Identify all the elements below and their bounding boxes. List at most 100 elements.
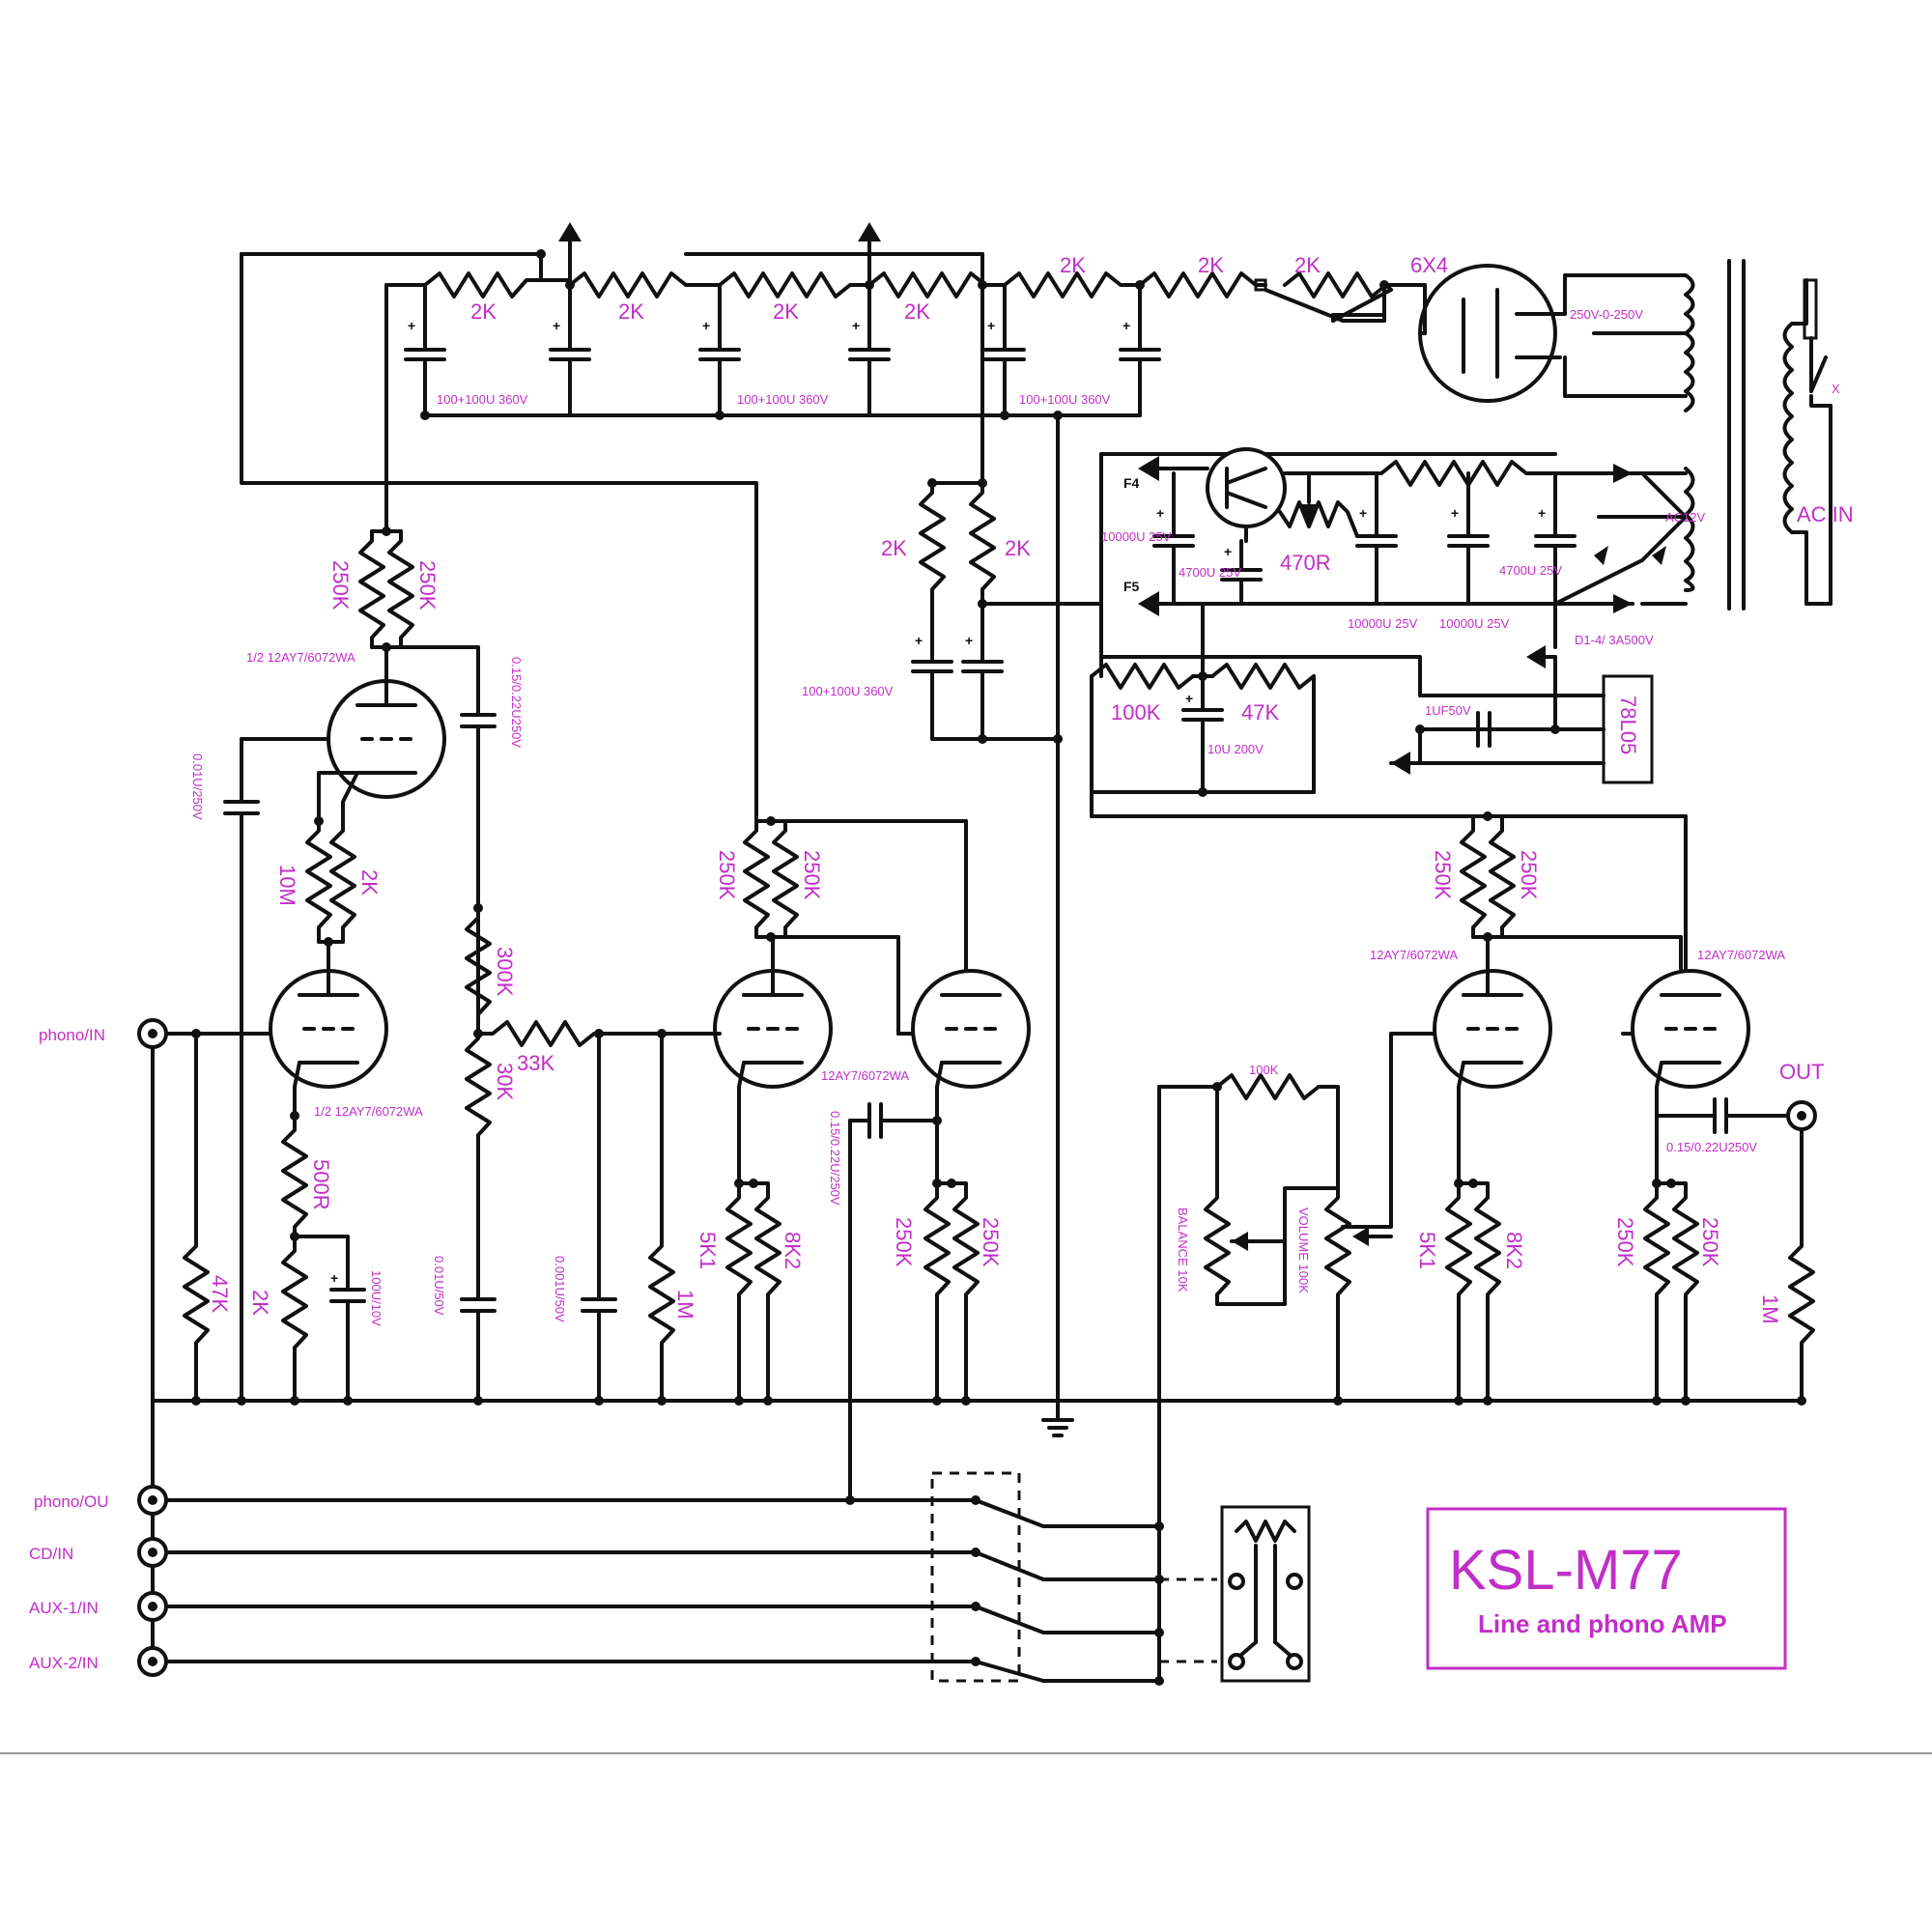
- rail-r6-label: 2K: [1198, 253, 1224, 277]
- phono-r300k-label: 300K: [493, 947, 517, 997]
- dropper-b-label: 2K: [1005, 536, 1031, 560]
- cap-10000-c: 10000U 25V: [1439, 616, 1510, 631]
- input-selector: phono/IN phono/OU CD/IN AUX-1/IN AUX-2/I…: [29, 1018, 1311, 1686]
- lb-r5k1-label: 5K1: [1415, 1232, 1439, 1269]
- phono-ceq1-label: 0.01U/50V: [432, 1256, 446, 1316]
- cap-10000-a: 10000U 25V: [1101, 529, 1172, 544]
- svg-text:+: +: [1451, 505, 1459, 521]
- lb-tube-a-label: 12AY7/6072WA: [1370, 948, 1458, 962]
- cap-4700-b: 4700U 25V: [1499, 563, 1562, 578]
- middle-dropper: + + 2K 2K 100+100U 360V: [802, 283, 1103, 744]
- phono-r2ka-label: 2K: [357, 869, 382, 895]
- phono-ceq2-label: 0.001U/50V: [553, 1256, 567, 1322]
- out-label: OUT: [1779, 1060, 1824, 1084]
- rail-r4-label: 2K: [904, 299, 930, 324]
- svg-text:+: +: [852, 318, 860, 333]
- svg-text:X: X: [1832, 382, 1840, 396]
- svg-text:+: +: [1122, 318, 1130, 333]
- rectifier-tube: 6X4 250V-0-250V: [1410, 253, 1688, 403]
- lb-volume-label: VOLUME 100K: [1296, 1208, 1311, 1293]
- rail-r1-label: 2K: [470, 299, 497, 324]
- filter-cap2-label: 100+100U 360V: [737, 392, 829, 407]
- lb-r250a-label: 250K: [1613, 1217, 1637, 1267]
- line-stage-b: 250K 250K 12AY7/6072WA 12AY7/6072WA 100K…: [1157, 811, 1824, 1504]
- filter-cap3-label: 100+100U 360V: [1019, 392, 1111, 407]
- heater-supply: + + + + + F4 F5 10000U 25V 4700U 25V 470…: [1099, 447, 1706, 668]
- res-100k-label: 100K: [1111, 700, 1161, 724]
- pot-470-label: 470R: [1280, 551, 1331, 575]
- svg-text:+: +: [1538, 505, 1546, 521]
- rectifier-label: 6X4: [1410, 253, 1448, 277]
- ground-rail: [151, 413, 1804, 1437]
- diodes-label: D1-4/ 3A500V: [1575, 633, 1654, 647]
- lb-cout-label: 0.15/0.22U250V: [1666, 1140, 1757, 1154]
- la-cout-label: 0.15/0.22U/250V: [828, 1111, 842, 1206]
- aux1-in-label: AUX-1/IN: [29, 1599, 99, 1617]
- phono-rin-label: 47K: [208, 1275, 232, 1313]
- la-r5k1-label: 5K1: [696, 1232, 720, 1269]
- cap-10000-b: 10000U 25V: [1348, 616, 1418, 631]
- filter-caps: + + + + + +: [404, 249, 1389, 420]
- svg-text:+: +: [408, 318, 415, 333]
- lb-r250b-label: 250K: [1698, 1217, 1722, 1267]
- phono-ccoupling-label: 0.15/0.22U250V: [509, 657, 524, 748]
- phono-r1m-label: 1M: [673, 1290, 697, 1320]
- la-rpa-label: 250K: [715, 850, 739, 900]
- phono-rpb-label: 250K: [415, 560, 440, 611]
- reg-cap-label: 1UF50V: [1425, 703, 1471, 718]
- regulator-label: 78L05: [1616, 696, 1640, 754]
- line-stage-a: 250K 250K 12AY7/6072WA 0.15/0.22U/250V 5…: [696, 816, 1031, 1504]
- phono-r10m-label: 10M: [275, 865, 299, 906]
- secondary-label: 250V-0-250V: [1570, 307, 1643, 322]
- lb-r100k-label: 100K: [1249, 1063, 1279, 1077]
- phono-r2kb-label: 2K: [248, 1290, 272, 1316]
- svg-text:+: +: [702, 318, 710, 333]
- res-47k-label: 47K: [1241, 700, 1279, 724]
- phono-out-label: phono/OU: [34, 1492, 109, 1511]
- title-sub: Line and phono AMP: [1478, 1609, 1727, 1638]
- rail-r2-label: 2K: [618, 299, 644, 324]
- svg-text:+: +: [1156, 505, 1164, 521]
- phono-rpa-label: 250K: [328, 560, 353, 611]
- regulator-78l05: 78L05 1UF50V: [1157, 655, 1654, 784]
- svg-text:+: +: [987, 318, 995, 333]
- title-main: KSL-M77: [1449, 1539, 1683, 1602]
- svg-text:+: +: [915, 633, 923, 648]
- power-transformer: X AC IN: [1684, 259, 1854, 611]
- ac12-label: AC12V: [1665, 510, 1706, 525]
- filter-cap1-label: 100+100U 360V: [437, 392, 528, 407]
- fuse-f5: F5: [1123, 579, 1140, 594]
- lb-rpa-label: 250K: [1431, 850, 1455, 900]
- phono-r30k-label: 30K: [493, 1063, 517, 1100]
- cap-4700-a: 4700U 25V: [1179, 565, 1241, 580]
- lb-tube-b-label: 12AY7/6072WA: [1697, 948, 1785, 962]
- rail-r5-label: 2K: [1060, 253, 1086, 277]
- fuse-f4: F4: [1123, 475, 1140, 491]
- rail-r3-label: 2K: [773, 299, 799, 324]
- cd-in-label: CD/IN: [29, 1545, 73, 1563]
- dropper-cap-label: 100+100U 360V: [802, 684, 894, 698]
- lb-r1m-label: 1M: [1758, 1294, 1782, 1324]
- svg-text:+: +: [1185, 691, 1193, 706]
- phono-r500-label: 500R: [309, 1159, 333, 1210]
- phono-tube-top-label: 1/2 12AY7/6072WA: [246, 650, 355, 665]
- ac-in-label: AC IN: [1797, 502, 1854, 526]
- la-r8k2-label: 8K2: [781, 1232, 805, 1269]
- lb-balance-label: BALANCE 10K: [1176, 1208, 1190, 1293]
- la-r250b-label: 250K: [979, 1217, 1003, 1267]
- svg-text:+: +: [1359, 505, 1367, 521]
- svg-text:+: +: [553, 318, 560, 333]
- phono-stage: + 250K 250K 1/2 12AY7/6072WA 0.15/0.22U2…: [151, 526, 717, 1406]
- b-plus-rail: [240, 222, 1427, 823]
- phono-cfb-label: 0.01U/250V: [190, 753, 205, 820]
- aux2-in-label: AUX-2/IN: [29, 1654, 99, 1672]
- bias-network: + 100K 47K 10U 200V: [1090, 602, 1504, 818]
- svg-text:+: +: [330, 1270, 338, 1286]
- rail-r7-label: 2K: [1294, 253, 1321, 277]
- phono-r33k-label: 33K: [517, 1051, 554, 1075]
- cap-10u-label: 10U 200V: [1208, 742, 1264, 756]
- lb-rpb-label: 250K: [1517, 850, 1541, 900]
- la-tube-label: 12AY7/6072WA: [821, 1068, 909, 1083]
- svg-text:+: +: [1224, 544, 1232, 559]
